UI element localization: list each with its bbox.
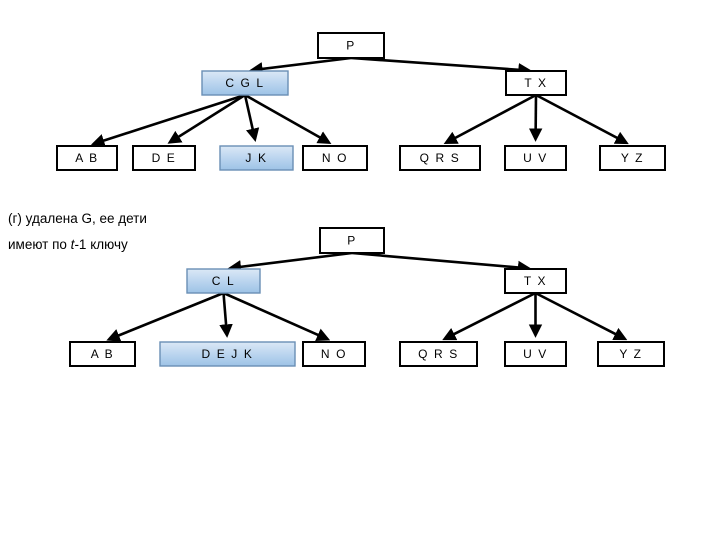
node-box xyxy=(132,145,196,171)
tree-node-t2-ab[interactable]: A B xyxy=(69,341,136,367)
tree-edge xyxy=(227,251,353,274)
tree-node-t2-no[interactable]: N O xyxy=(302,341,366,367)
node-box xyxy=(219,145,294,171)
node-box xyxy=(399,341,478,367)
tree-edge xyxy=(350,56,532,77)
tree-node-t1-root[interactable]: P xyxy=(317,32,385,59)
tree-edge xyxy=(167,93,246,144)
node-box xyxy=(201,70,289,96)
node-box xyxy=(56,145,118,171)
node-label: Y Z xyxy=(621,151,644,165)
caption-line-2: имеют по t-1 ключу xyxy=(8,232,238,258)
tree-node-t1-de[interactable]: D E xyxy=(132,145,196,171)
node-label: N O xyxy=(321,347,347,361)
tree-node-t1-jk[interactable]: J K xyxy=(219,145,294,171)
node-box xyxy=(317,32,385,59)
node-label: P xyxy=(346,39,356,53)
node-box xyxy=(599,145,666,171)
caption-line-1: (г) удалена G, ее дети xyxy=(8,211,147,226)
tree-node-t1-tx[interactable]: T X xyxy=(505,70,567,96)
node-box xyxy=(505,70,567,96)
tree-node-t1-yz[interactable]: Y Z xyxy=(599,145,666,171)
node-label: Q R S xyxy=(420,151,461,165)
node-box xyxy=(302,341,366,367)
node-label: C L xyxy=(212,274,235,288)
tree-node-t2-dejk[interactable]: D E J K xyxy=(159,341,296,367)
tree-edge xyxy=(222,291,331,342)
tree-node-t1-uv[interactable]: U V xyxy=(504,145,567,171)
node-label: A B xyxy=(91,347,114,361)
node-label: D E J K xyxy=(202,347,254,361)
caption-variable-t: t xyxy=(70,237,75,252)
node-box xyxy=(302,145,368,171)
tree-edge xyxy=(106,291,224,342)
node-label: Q R S xyxy=(418,347,459,361)
tree-edge xyxy=(535,93,629,145)
tree-edge xyxy=(249,56,352,76)
edges-layer xyxy=(90,56,629,342)
tree-node-t2-root[interactable]: P xyxy=(319,227,385,254)
node-box xyxy=(69,341,136,367)
tree-edge xyxy=(244,93,332,144)
tree-edge xyxy=(219,292,233,338)
caption-block: (г) удалена G, ее дети имеют по t-1 ключ… xyxy=(8,206,238,258)
tree-edge xyxy=(351,251,532,275)
node-box xyxy=(504,145,567,171)
tree-node-t2-tx[interactable]: T X xyxy=(504,268,567,294)
node-label: P xyxy=(347,234,357,248)
node-label: U V xyxy=(523,151,548,165)
node-label: A B xyxy=(75,151,98,165)
node-box xyxy=(186,268,261,294)
node-box xyxy=(399,145,481,171)
node-box xyxy=(597,341,665,367)
tree-edge xyxy=(443,93,537,145)
tree-edge xyxy=(90,93,246,148)
node-label: U V xyxy=(523,347,548,361)
node-box xyxy=(159,341,296,367)
node-box xyxy=(319,227,385,254)
node-label: C G L xyxy=(225,76,264,90)
tree-edge xyxy=(243,94,260,142)
tree-node-t2-yz[interactable]: Y Z xyxy=(597,341,665,367)
tree-node-t1-cgl[interactable]: C G L xyxy=(201,70,289,96)
node-label: N O xyxy=(322,151,348,165)
tree-node-t1-qrs[interactable]: Q R S xyxy=(399,145,481,171)
tree-node-t2-uv[interactable]: U V xyxy=(504,341,567,367)
tree-node-t2-qrs[interactable]: Q R S xyxy=(399,341,478,367)
tree-node-t2-cl[interactable]: C L xyxy=(186,268,261,294)
tree-node-t1-no[interactable]: N O xyxy=(302,145,368,171)
tree-edge xyxy=(442,291,537,341)
caption-line-2-suffix: -1 ключу xyxy=(74,237,128,252)
node-label: T X xyxy=(524,274,547,288)
node-label: D E xyxy=(152,151,177,165)
node-label: Y Z xyxy=(619,347,642,361)
nodes-layer: P C G L T X A B D E J K N O Q R S U V Y Z P C L T X A… xyxy=(56,32,666,367)
tree-edge xyxy=(534,291,628,341)
node-box xyxy=(504,341,567,367)
tree-node-t1-ab[interactable]: A B xyxy=(56,145,118,171)
node-label: T X xyxy=(524,76,547,90)
caption-line-2-prefix: имеют по xyxy=(8,237,71,252)
node-box xyxy=(504,268,567,294)
node-label: J K xyxy=(245,151,267,165)
